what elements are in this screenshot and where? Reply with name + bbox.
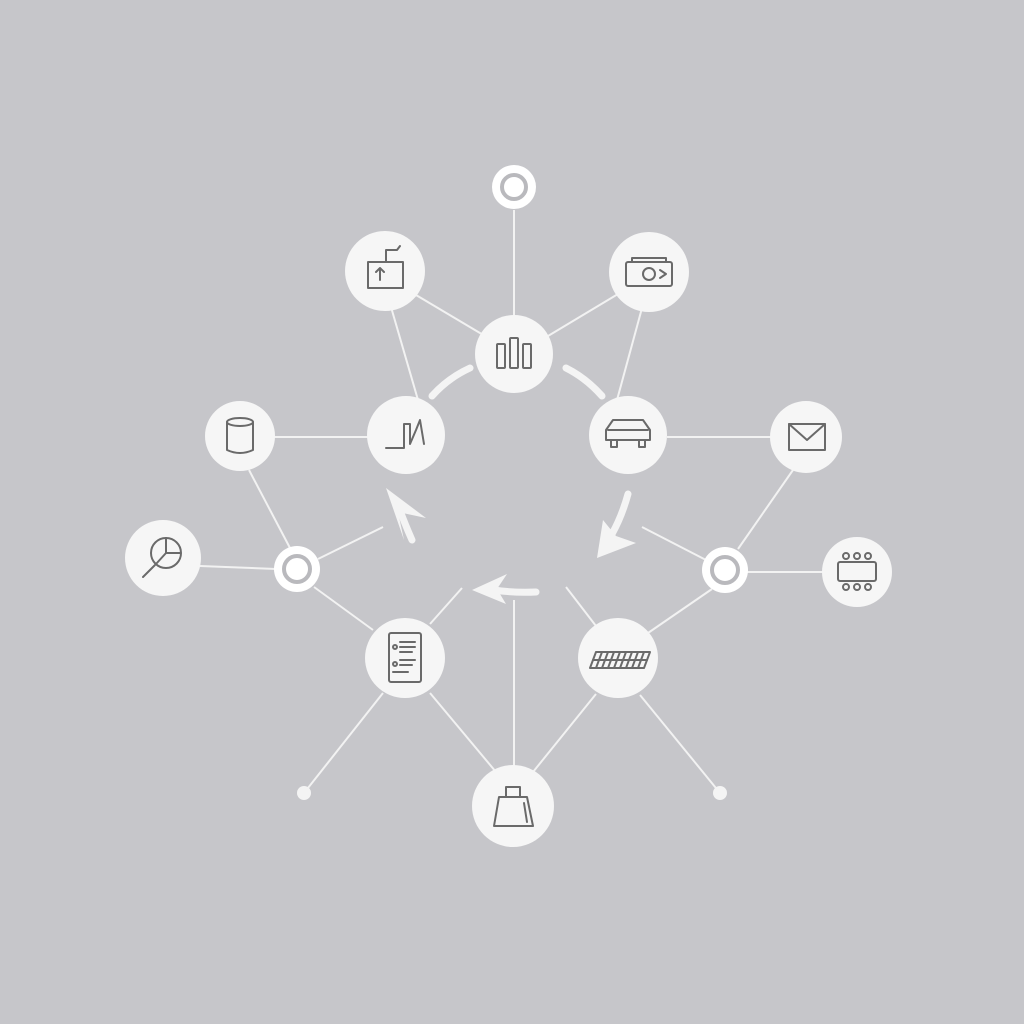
- node-keyboard[interactable]: [578, 618, 658, 698]
- link-database-left-hub: [248, 469, 291, 549]
- link-keyboard-center: [565, 586, 597, 627]
- keyboard-icon: [589, 651, 651, 669]
- link-right-hub-keyboard: [647, 588, 713, 634]
- cash-register-icon: [367, 245, 404, 289]
- link-left-hub-arrow: [317, 526, 384, 560]
- link-document-center: [429, 587, 463, 625]
- link-keyboard-bag: [532, 693, 597, 773]
- icon-nodes: [125, 231, 892, 847]
- node-document-list[interactable]: [365, 618, 445, 698]
- flow-arrow-bottom: [472, 574, 540, 604]
- magnifier-chart-icon: [142, 537, 182, 578]
- arrow-head: [472, 574, 507, 604]
- flow-arc-top-left: [428, 364, 474, 400]
- link-keyboard-endpoint: [639, 694, 721, 794]
- link-register-stats: [390, 306, 419, 401]
- stats-chart-icon: [385, 419, 425, 449]
- link-server-register: [415, 294, 486, 337]
- node-stats-chart[interactable]: [367, 396, 445, 474]
- hub-ring: [282, 554, 312, 584]
- money-bill-icon: [625, 257, 673, 287]
- hub-ring: [710, 555, 740, 585]
- link-left-hub-document: [313, 586, 374, 631]
- envelope-icon: [788, 423, 826, 451]
- link-right-hub-arrow: [641, 526, 707, 561]
- arrow-shaft: [608, 490, 632, 538]
- car-icon: [605, 419, 651, 448]
- hub-ring: [500, 173, 528, 201]
- database-icon: [226, 417, 254, 454]
- link-server-money: [547, 293, 619, 337]
- endpoint-bottom-right: [713, 786, 727, 800]
- link-document-bag: [429, 692, 497, 773]
- left-hub: [274, 546, 320, 592]
- node-server-rack[interactable]: [475, 315, 553, 393]
- arrow-shaft: [490, 586, 540, 596]
- node-analytics-search[interactable]: [125, 520, 201, 596]
- document-list-icon: [388, 632, 422, 683]
- node-delivery-car[interactable]: [589, 396, 667, 474]
- link-search-left-hub: [199, 565, 277, 570]
- node-cash-register[interactable]: [345, 231, 425, 311]
- flow-arrow-left: [386, 488, 426, 544]
- hub-rings: [274, 165, 748, 593]
- circular-flow-arrows: [386, 364, 636, 604]
- link-email-right-hub: [737, 469, 794, 550]
- flow-arrow-right: [597, 490, 636, 558]
- node-team-meeting[interactable]: [822, 537, 892, 607]
- connector-lines: [199, 210, 826, 794]
- link-money-car: [616, 307, 643, 401]
- node-database[interactable]: [205, 401, 275, 471]
- shopping-bag-icon: [493, 786, 534, 827]
- right-hub: [702, 547, 748, 593]
- flow-arc-top-right: [562, 364, 606, 400]
- meeting-table-icon: [837, 552, 877, 591]
- server-rack-icon: [496, 337, 532, 369]
- endpoint-bottom-left: [297, 786, 311, 800]
- arrow-head: [597, 520, 636, 558]
- node-shopping-bag[interactable]: [472, 765, 554, 847]
- top-hub: [492, 165, 536, 209]
- node-email[interactable]: [770, 401, 842, 473]
- node-money-bill[interactable]: [609, 232, 689, 312]
- endpoint-dots: [297, 786, 727, 800]
- link-document-endpoint: [303, 692, 384, 794]
- arrow-head: [386, 488, 426, 540]
